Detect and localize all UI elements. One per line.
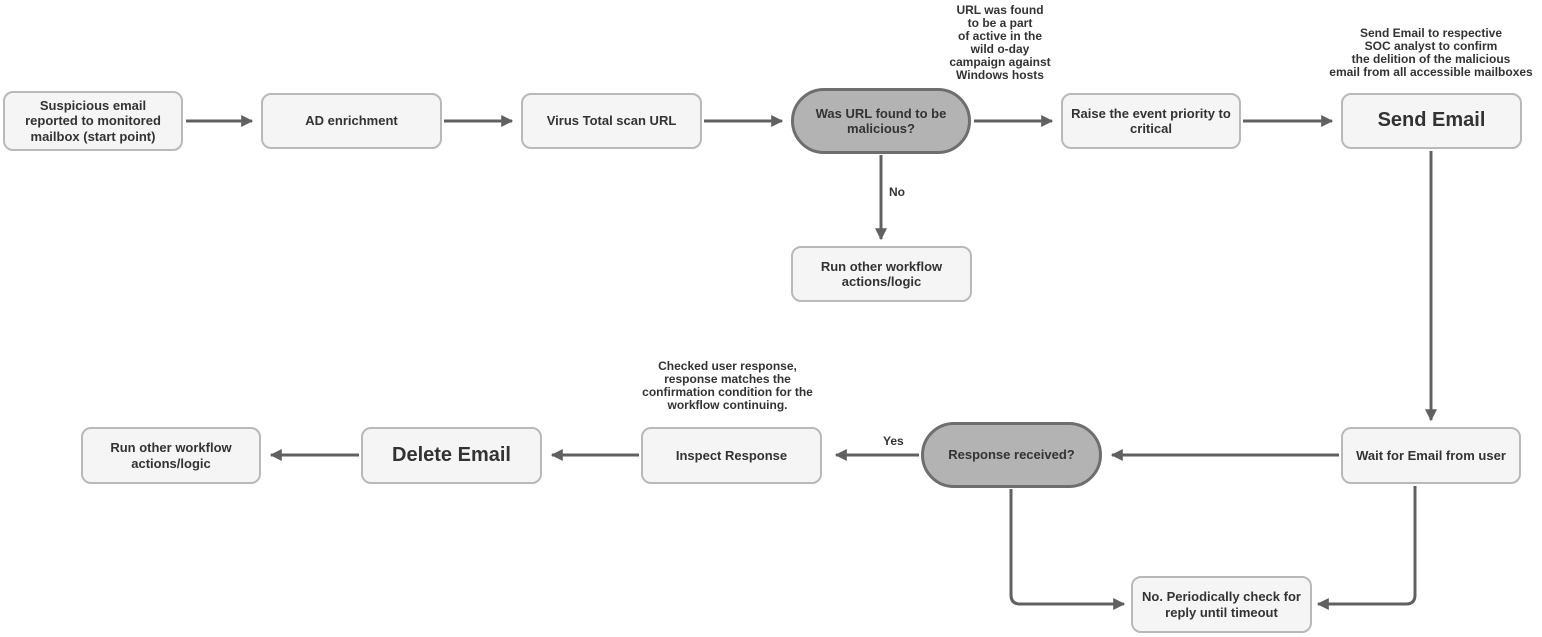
node-ad-enrichment: AD enrichment — [261, 93, 442, 149]
edge-label-no: No — [889, 185, 905, 199]
node-ad-enrichment-label: AD enrichment — [305, 113, 398, 129]
node-run-other-workflow-top-label: Run other workflow actions/logic — [820, 258, 943, 289]
note-zero-day-campaign: URL was found to be a part of active in … — [949, 3, 1051, 82]
note-send-email: Send Email to respective SOC analyst to … — [1329, 26, 1533, 79]
node-url-malicious-decision: Was URL found to be malicious? — [791, 88, 971, 154]
node-run-other-workflow-bottom-label: Run other workflow actions/logic — [110, 440, 232, 471]
node-inspect-response: Inspect Response — [641, 427, 822, 484]
edge-label-yes: Yes — [883, 434, 904, 448]
node-periodic-check: No. Periodically check for reply until t… — [1131, 576, 1312, 633]
edge-response-to-periodic — [1009, 489, 1126, 610]
node-start-label: Suspicious email reported to monitored m… — [25, 98, 161, 144]
node-delete-email-label: Delete Email — [392, 443, 511, 466]
node-wait-for-email: Wait for Email from user — [1341, 427, 1521, 484]
node-delete-email: Delete Email — [361, 427, 542, 484]
node-send-email-label: Send Email — [1377, 109, 1486, 132]
node-raise-priority-label: Raise the event priority to critical — [1071, 105, 1231, 136]
note-inspect-response: Checked user response, response matches … — [642, 359, 813, 412]
node-periodic-check-label: No. Periodically check for reply until t… — [1142, 589, 1301, 620]
node-run-other-workflow-bottom: Run other workflow actions/logic — [81, 427, 261, 484]
node-inspect-response-label: Inspect Response — [675, 447, 788, 463]
node-response-received-decision: Response received? — [921, 422, 1102, 488]
node-response-received-decision-label: Response received? — [948, 447, 1075, 463]
node-start: Suspicious email reported to monitored m… — [3, 91, 183, 151]
node-raise-priority: Raise the event priority to critical — [1061, 93, 1241, 149]
node-run-other-workflow-top: Run other workflow actions/logic — [791, 246, 972, 302]
node-send-email: Send Email — [1341, 93, 1522, 149]
node-virus-total-scan-label: Virus Total scan URL — [546, 113, 677, 129]
node-wait-for-email-label: Wait for Email from user — [1356, 447, 1506, 463]
node-virus-total-scan: Virus Total scan URL — [521, 93, 702, 149]
node-url-malicious-decision-label: Was URL found to be malicious? — [815, 105, 947, 136]
edge-wait-to-periodic — [1316, 486, 1417, 610]
